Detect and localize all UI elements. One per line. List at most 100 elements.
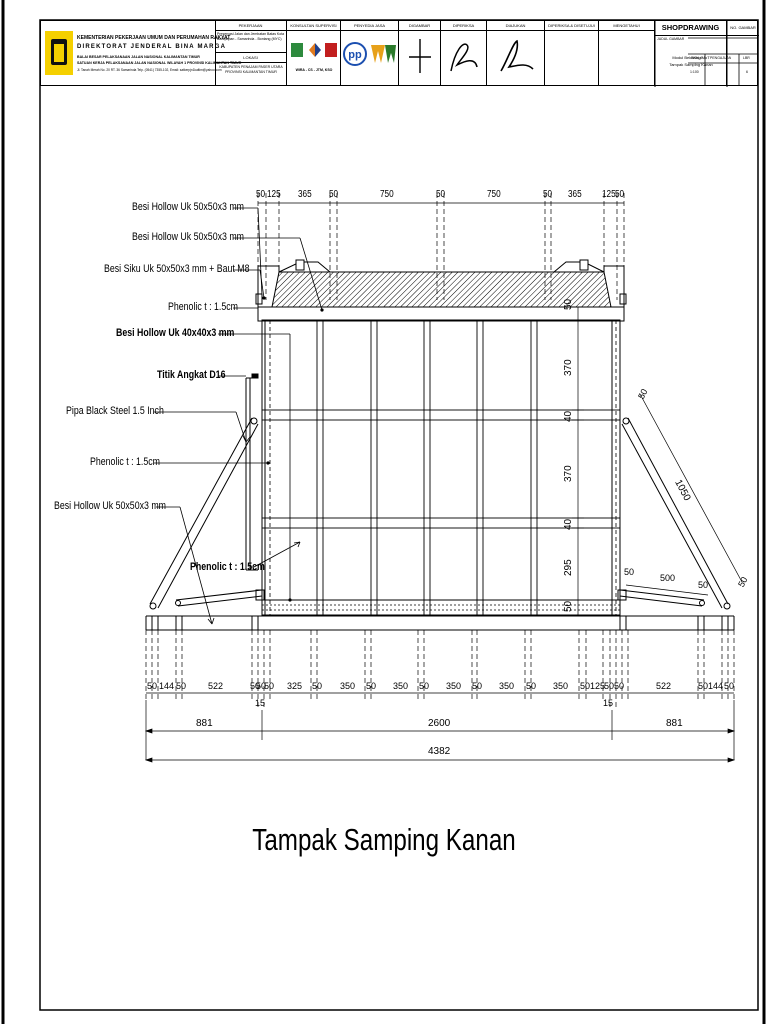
annotation-phenolic-bottom: Phenolic t : 1.5cm xyxy=(190,561,265,573)
annotation-phenolic-mid: Phenolic t : 1.5cm xyxy=(90,456,160,468)
penyedia-cell: PENYEDIA JASA pp xyxy=(341,21,399,85)
annotation-phenolic-top: Phenolic t : 1.5cm xyxy=(168,301,238,313)
top-dimension-line xyxy=(257,193,625,300)
annotation-hollow-50-strut: Besi Hollow Uk 50x50x3 mm xyxy=(54,500,166,512)
annotation-pipa-black-steel: Pipa Black Steel 1.5 Inch xyxy=(66,405,164,417)
disetujui-header: DIPERIKSA & DISETUJUI xyxy=(545,21,598,31)
disetujui-cell: DIPERIKSA & DISETUJUI xyxy=(545,21,599,85)
diajukan-header: DIAJUKAN xyxy=(487,21,544,31)
penyedia-header: PENYEDIA JASA xyxy=(341,21,398,31)
diperiksa-header: DIPERIKSA xyxy=(441,21,486,31)
top-dim-10: 125 xyxy=(602,189,616,200)
offset-dim-left: 15 xyxy=(255,698,266,708)
bottom-dim-18: 350 xyxy=(553,681,569,691)
lbr-value: 6 xyxy=(746,70,748,74)
bottom-dim-2: 144 xyxy=(159,681,175,691)
right-vdim-5: 40 xyxy=(563,518,574,530)
top-dim-9: 365 xyxy=(568,189,582,200)
total-dim-left: 881 xyxy=(196,718,213,729)
right-vdim-2: 370 xyxy=(563,359,574,376)
pekerjaan-header: PEKERJAAN xyxy=(215,21,286,31)
bottom-dimension-lines xyxy=(144,630,736,763)
top-dim-6: 50 xyxy=(436,189,446,200)
pekerjaan-cell: PEKERJAAN Preservasi Jalan dan Jembatan … xyxy=(215,21,287,85)
bottom-dim-12: 350 xyxy=(393,681,409,691)
drawing-title: Tampak Samping Kanan xyxy=(252,822,516,857)
pupr-logo xyxy=(45,31,73,75)
left-strut xyxy=(149,417,265,610)
judul-line2: Tampak Samping Kanan xyxy=(669,63,713,67)
top-dim-11: 50 xyxy=(615,189,625,200)
skala-header: SKALA xyxy=(691,56,703,60)
penyedia-logos: pp xyxy=(343,42,396,66)
bottom-dim-15: 50 xyxy=(472,681,483,691)
top-dim-5: 750 xyxy=(380,189,394,200)
brace-dim-1: 50 xyxy=(624,567,635,577)
right-vdim-1: 50 xyxy=(563,298,574,310)
right-vdim-6: 295 xyxy=(563,559,574,576)
title-block: KEMENTERIAN PEKERJAAN UMUM DAN PERUMAHAN… xyxy=(40,20,759,87)
judul-header: JUDUL GAMBAR xyxy=(657,37,685,41)
pekerjaan-text: Preservasi Jalan dan Jembatan Batas Kota… xyxy=(217,32,285,41)
top-dim-4: 50 xyxy=(329,189,339,200)
bottom-dim-11: 50 xyxy=(366,681,377,691)
total-dim-right: 881 xyxy=(666,718,683,729)
right-dimension-line xyxy=(572,307,743,615)
overall-dim: 4382 xyxy=(428,746,451,757)
digambar-signature xyxy=(409,39,431,73)
svg-text:pp: pp xyxy=(348,49,362,61)
scale-table xyxy=(688,37,758,86)
no-gambar-header: NO. GAMBAR xyxy=(727,21,759,36)
leader-lines xyxy=(154,207,324,625)
brace-dim-2: 50 xyxy=(698,580,709,590)
mengetahui-header: MENGETAHUI xyxy=(599,21,654,31)
right-strut xyxy=(617,417,731,610)
bottom-dim-8: 325 xyxy=(287,681,303,691)
pupr-logo-mark xyxy=(51,39,67,65)
diajukan-signature xyxy=(500,39,534,72)
annotation-hollow-40: Besi Hollow Uk 40x40x3 mm xyxy=(116,327,235,339)
lbr-header: LBR xyxy=(743,56,750,60)
bottom-dim-9: 50 xyxy=(312,681,323,691)
konsultan-caption: WIRA - CS - JTM, KSO xyxy=(295,68,333,72)
pengajuan-header: PENGAJUAN xyxy=(710,56,732,60)
org-satker: SATUAN KERJA PELAKSANAAN JALAN NASIONAL … xyxy=(77,61,242,65)
top-dim-1: 50 xyxy=(256,189,266,200)
right-vdim-4: 370 xyxy=(563,465,574,482)
bottom-dim-4: 522 xyxy=(208,681,224,691)
bottom-dim-20: 125 xyxy=(590,681,606,691)
bottom-dim-23: 522 xyxy=(656,681,672,691)
konsultan-cell: KONSULTAN SUPERVISI WIRA - CS - JTM, KSO xyxy=(287,21,341,85)
frame-panel xyxy=(245,306,625,616)
brace-dim-length: 500 xyxy=(660,573,676,583)
org-ministry: KEMENTERIAN PEKERJAAN UMUM DAN PERUMAHAN… xyxy=(77,35,231,41)
base-beam xyxy=(145,615,735,631)
skala-value: 1:100 xyxy=(690,70,699,74)
bottom-dim-17: 50 xyxy=(526,681,537,691)
digambar-header: DIGAMBAR xyxy=(399,21,440,31)
org-balai: BALAI BESAR PELAKSANAAN JALAN NASIONAL K… xyxy=(77,55,200,59)
bottom-dim-3: 50 xyxy=(176,681,187,691)
bottom-dim-21: 50 xyxy=(604,681,615,691)
bottom-dim-13: 50 xyxy=(419,681,430,691)
bottom-dim-19: 50 xyxy=(580,681,591,691)
organization-block: KEMENTERIAN PEKERJAAN UMUM DAN PERUMAHAN… xyxy=(41,21,241,85)
lokasi-header: LOKASI xyxy=(215,52,286,63)
diajukan-cell: DIAJUKAN xyxy=(487,21,545,85)
annotation-hollow-50-second: Besi Hollow Uk 50x50x3 mm xyxy=(132,231,244,243)
bottom-dim-10: 350 xyxy=(340,681,356,691)
no-gambar-cell: NO. GAMBAR xyxy=(727,21,759,85)
bottom-dim-22: 50 xyxy=(614,681,625,691)
top-dim-2: 125 xyxy=(267,189,281,200)
bottom-dim-25: 144 xyxy=(708,681,724,691)
konsultan-header: KONSULTAN SUPERVISI xyxy=(287,21,340,31)
bottom-dim-1: 50 xyxy=(147,681,158,691)
bottom-dim-5: 50 xyxy=(250,681,261,691)
top-dim-3: 365 xyxy=(298,189,312,200)
annotation-titik-angkat: Titik Angkat D16 xyxy=(157,369,226,381)
digambar-cell: DIGAMBAR xyxy=(399,21,441,85)
total-dim-center: 2600 xyxy=(428,718,451,729)
bottom-dim-6: 50 xyxy=(256,681,267,691)
